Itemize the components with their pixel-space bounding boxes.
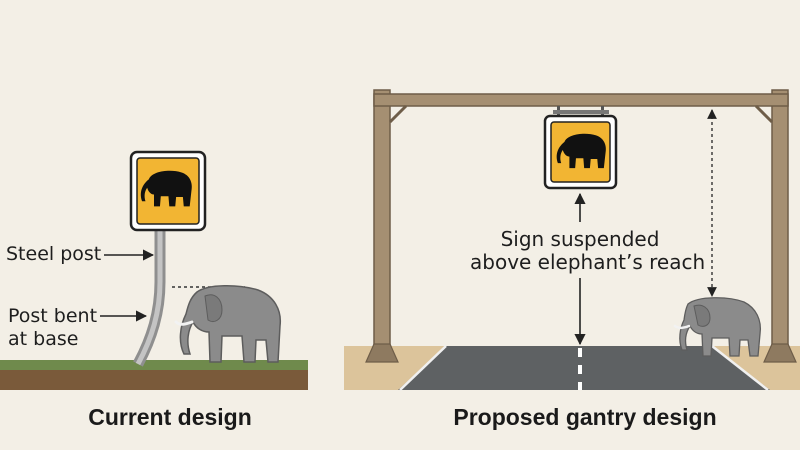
gantry-crossbeam [373,93,789,107]
current-design-scene [0,150,308,390]
proposed-design-caption: Proposed gantry design [453,404,717,430]
road [398,346,770,390]
post-bent-label-line2: at base [8,328,79,350]
steel-post-label: Steel post [6,243,102,265]
elephant-icon [673,297,762,357]
current-design-caption: Current design [88,404,252,430]
soil-strip [0,370,308,390]
elephant-icon [174,284,282,363]
grass-strip [0,360,308,370]
gantry-right-post [771,89,789,353]
post-bent-label-line1: Post bent [8,305,98,327]
sign-suspended-label-line2: above elephant’s reach [470,250,706,274]
gantry-left-post [373,89,391,353]
sign-suspended-label-line1: Sign suspended [500,227,660,251]
gantry-design-scene [344,89,800,391]
